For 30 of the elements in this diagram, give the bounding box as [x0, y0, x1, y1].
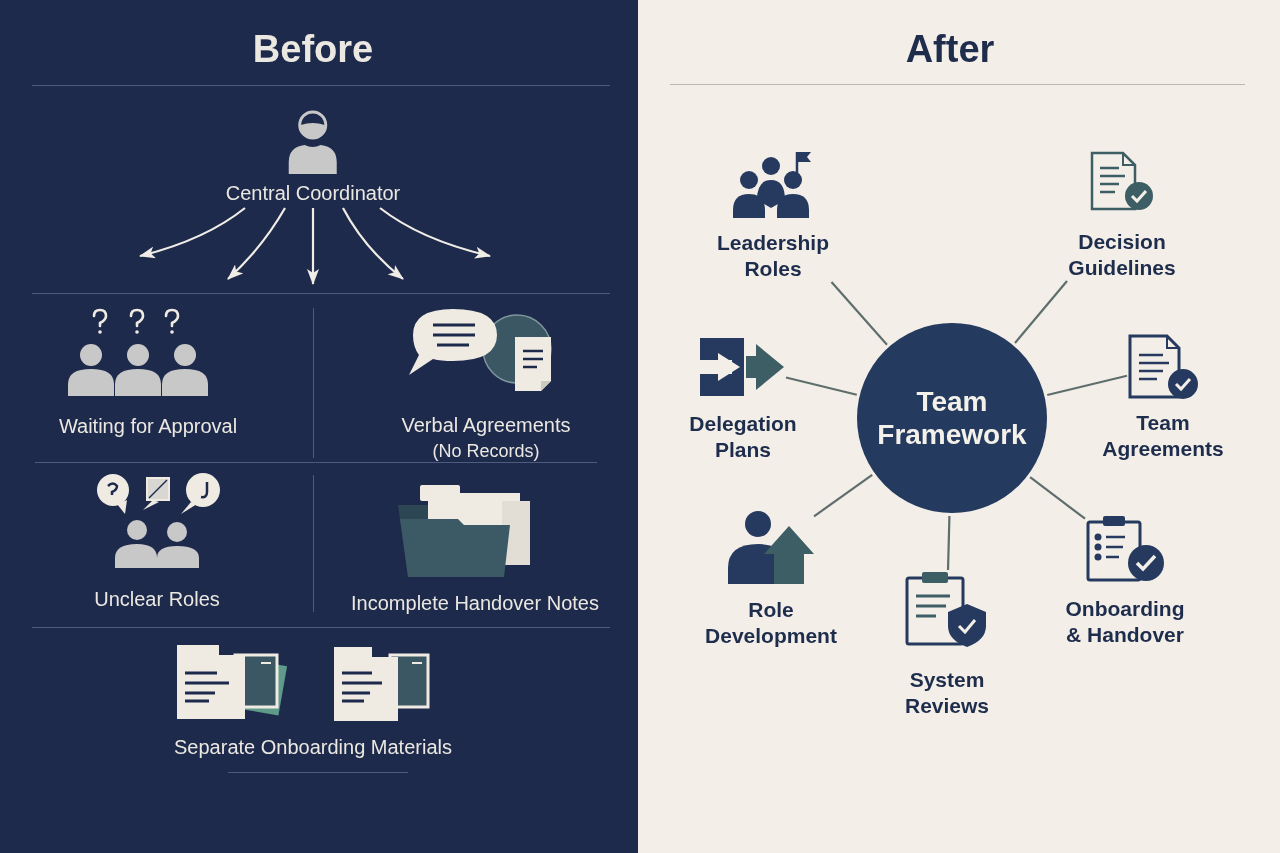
arrow	[307, 208, 319, 285]
issue-label: Verbal Agreements	[401, 413, 571, 438]
issue-note: (No Records)	[432, 440, 540, 463]
comparison-panel	[638, 0, 1280, 853]
item-label: Team Agreements	[1101, 410, 1225, 462]
item-label: Leadership Roles	[715, 230, 830, 282]
item-label: Delegation Plans	[688, 411, 798, 463]
connector-line	[785, 376, 858, 396]
item-label: Decision Guidelines	[1067, 229, 1177, 281]
arrow	[379, 207, 491, 259]
connector-line	[1047, 374, 1128, 397]
connector-line	[830, 281, 888, 346]
connector-line	[1029, 476, 1086, 520]
item-label: Role Development	[704, 597, 838, 649]
panel-title: After	[905, 27, 995, 72]
hub-label: Team Framework	[876, 385, 1028, 451]
arrow	[227, 207, 286, 280]
issue-label: Waiting for Approval	[58, 414, 238, 439]
connector-line	[813, 474, 873, 518]
arrow	[139, 207, 246, 258]
connector-line	[1014, 280, 1068, 344]
item-label: Central Coordinator	[225, 181, 401, 206]
issue-label: Unclear Roles	[94, 587, 220, 612]
issue-label: Incomplete Handover Notes	[351, 591, 599, 616]
arrow	[342, 207, 404, 280]
connector-line	[946, 515, 951, 571]
issue-label: Separate Onboarding Materials	[174, 735, 452, 760]
item-label: Onboarding & Handover	[1064, 596, 1186, 648]
item-label: System Reviews	[903, 667, 991, 719]
panel-title: Before	[252, 27, 374, 72]
